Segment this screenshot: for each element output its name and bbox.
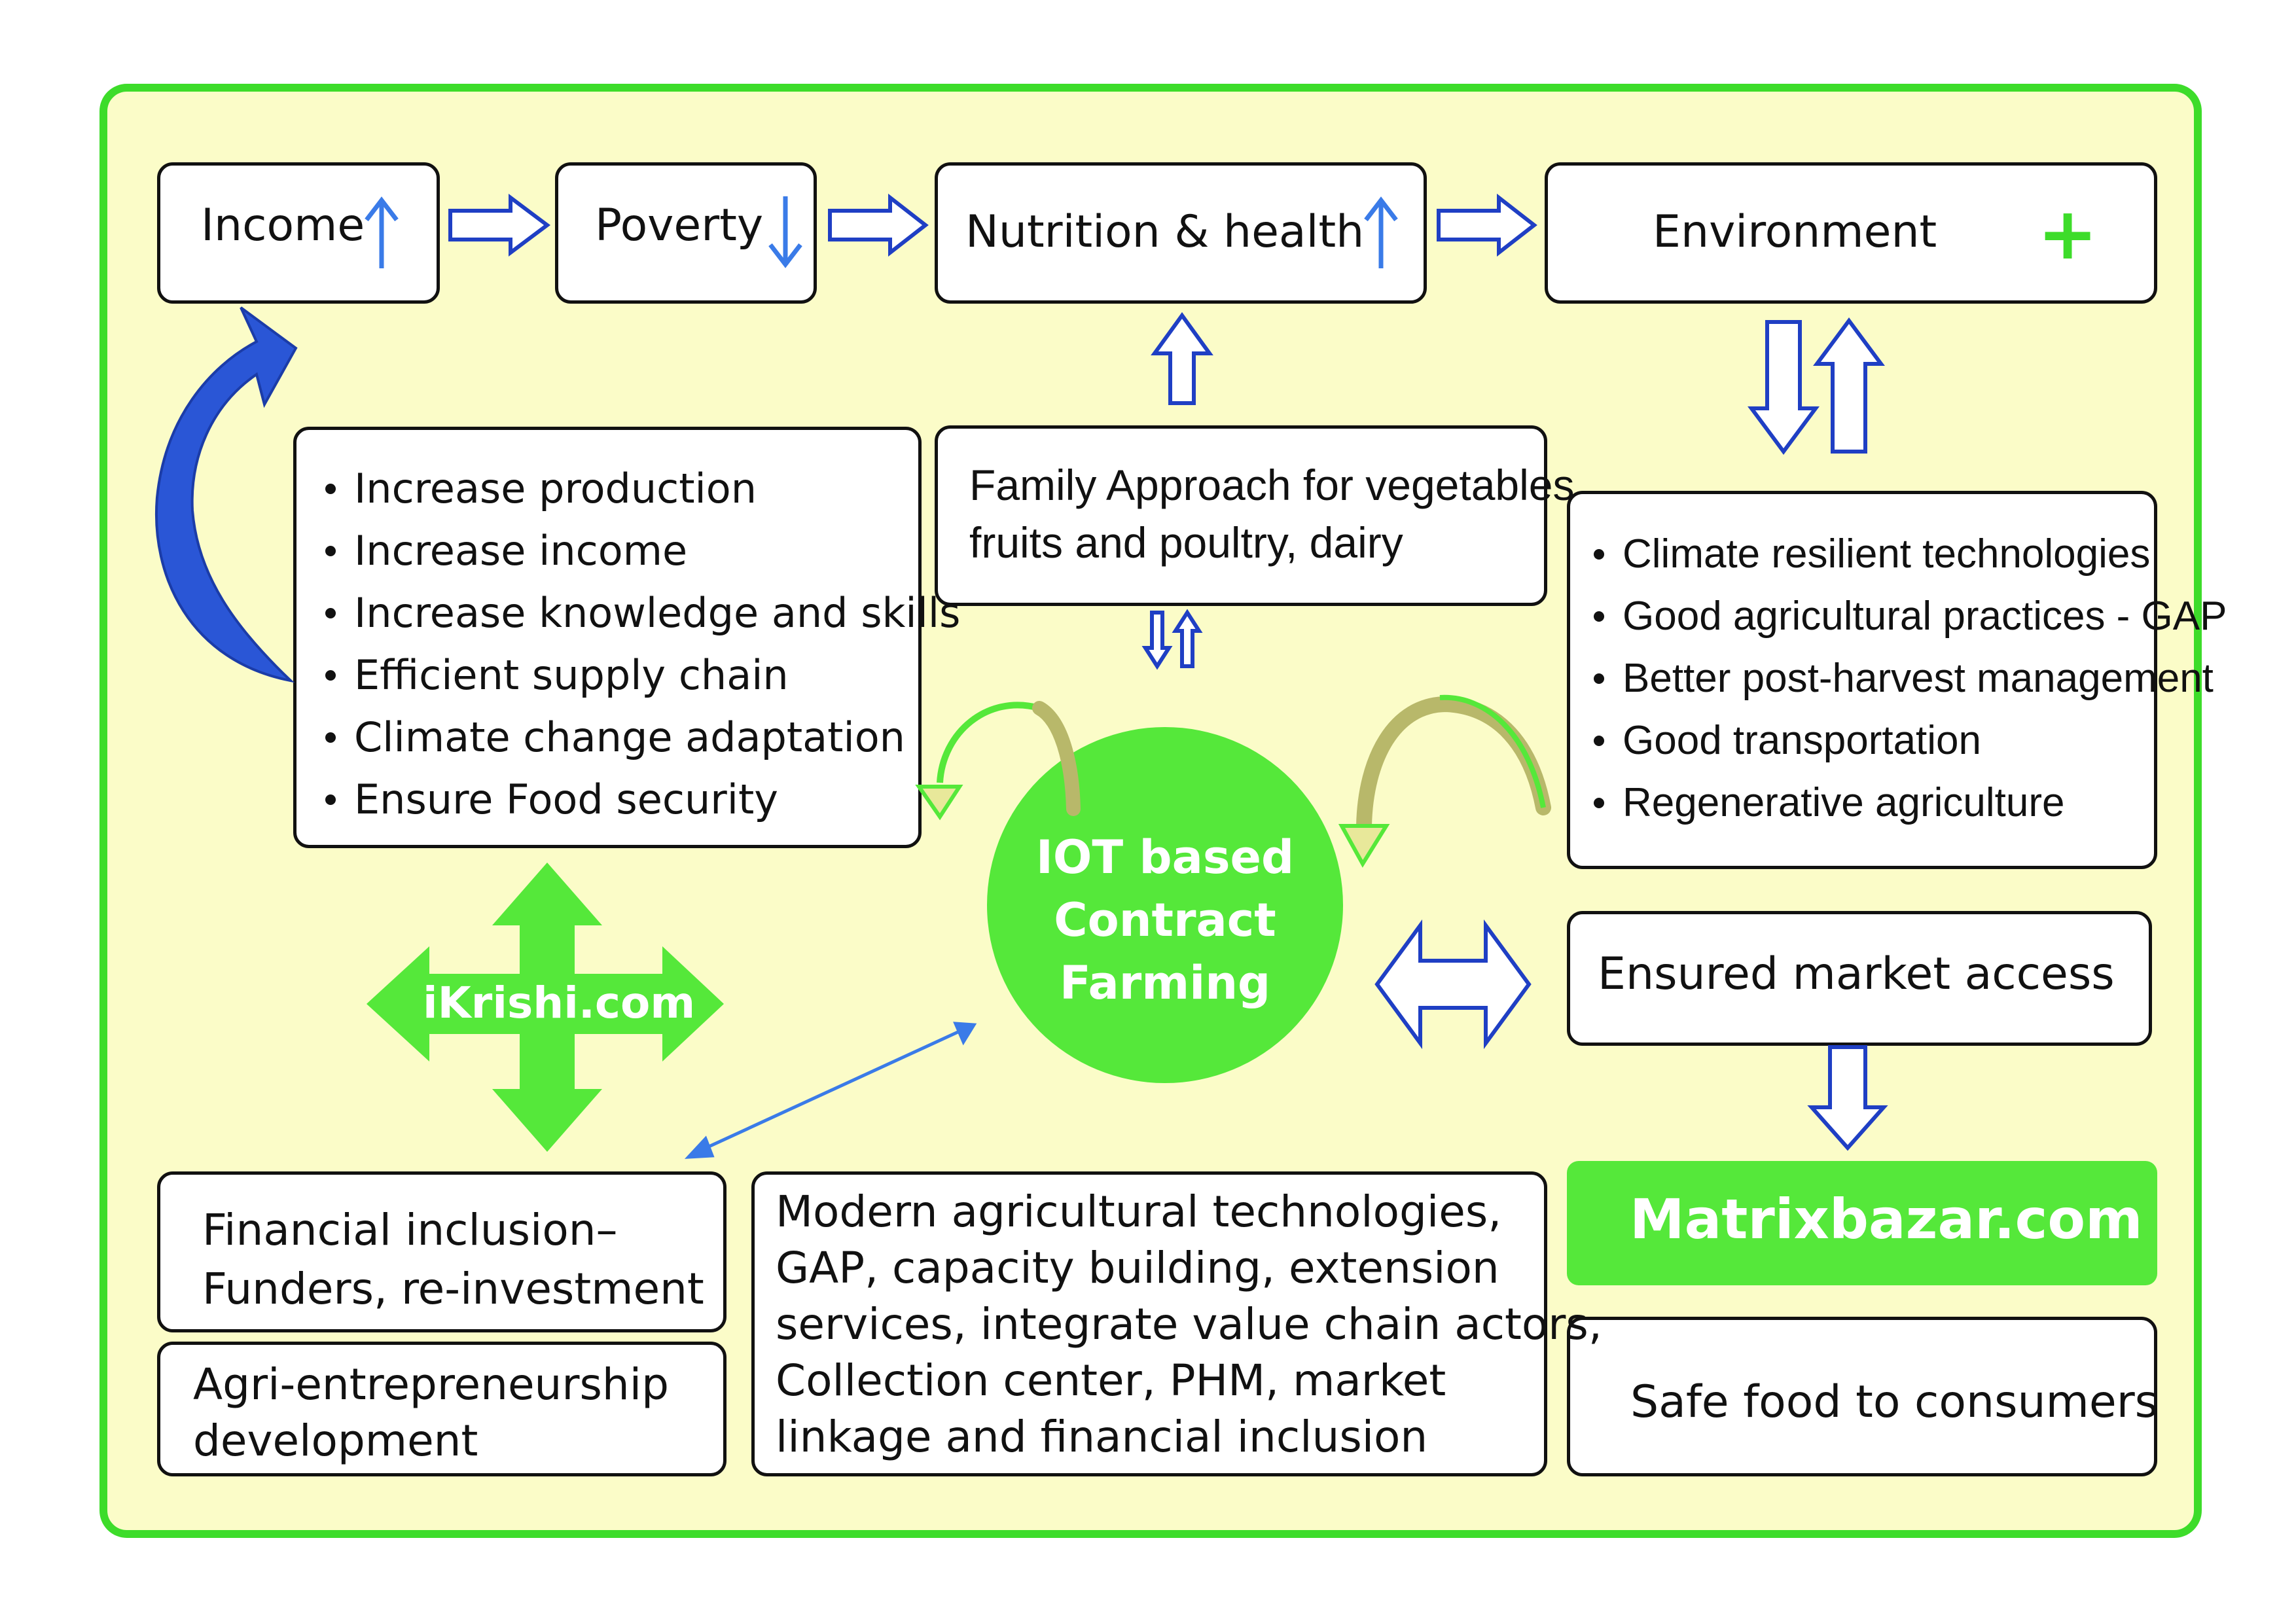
matrixbazar-label: Matrixbazar.com	[1630, 1187, 2143, 1251]
market-access-label: Ensured market access	[1598, 948, 2115, 1000]
family-approach-line1: Family Approach for vegetables,	[969, 461, 1587, 509]
center-line1: IOT based	[1035, 830, 1295, 884]
climate-item: Climate resilient technologies	[1588, 523, 2227, 585]
income-box: Income	[157, 162, 440, 304]
up-arrow-icon	[1151, 312, 1213, 405]
double-arrow-icon	[1374, 919, 1532, 1050]
curved-arrow-icon	[915, 701, 1081, 821]
down-arrow-icon	[1748, 320, 1820, 455]
modern-line3: services, integrate value chain actors,	[776, 1299, 1602, 1349]
curved-arrow-icon	[155, 306, 298, 683]
environment-label: Environment	[1653, 206, 1937, 258]
connector-line	[684, 1022, 977, 1159]
income-label: Income	[201, 200, 365, 251]
curved-arrow-icon	[1338, 694, 1551, 868]
outcome-item: Increase knowledge and skills	[320, 582, 960, 644]
up-arrow-icon	[1813, 317, 1885, 454]
outcome-item: Climate change adaptation	[320, 706, 960, 768]
agri-entrepreneurship-box: Agri-entrepreneurship development	[157, 1342, 726, 1476]
climate-item: Good transportation	[1588, 709, 2227, 772]
modern-line1: Modern agricultural technologies,	[776, 1186, 1502, 1237]
nutrition-box: Nutrition & health	[935, 162, 1427, 304]
environment-plus-indicator: +	[2037, 192, 2098, 276]
agri-line2: development	[193, 1416, 478, 1466]
down-arrow-icon	[1807, 1045, 1888, 1151]
modern-line4: Collection center, PHM, market	[776, 1355, 1446, 1406]
right-arrow-icon	[448, 194, 550, 257]
outcome-item: Increase production	[320, 457, 960, 520]
safe-food-label: Safe food to consumers	[1630, 1376, 2159, 1428]
up-arrow-icon	[1364, 196, 1398, 268]
climate-item: Regenerative agriculture	[1588, 772, 2227, 834]
down-arrow-icon	[1141, 611, 1173, 670]
financial-line2: Funders, re-investment	[202, 1264, 704, 1314]
agri-line1: Agri-entrepreneurship	[193, 1359, 669, 1410]
climate-practices-box: Climate resilient technologies Good agri…	[1567, 491, 2227, 869]
down-arrow-icon	[768, 196, 802, 268]
poverty-box: Poverty	[555, 162, 817, 304]
up-arrow-icon	[365, 196, 399, 268]
financial-line1: Financial inclusion–	[202, 1205, 618, 1255]
outcome-item: Increase income	[320, 520, 960, 582]
market-access-box: Ensured market access	[1567, 911, 2152, 1046]
modern-technologies-box: Modern agricultural technologies, GAP, c…	[751, 1171, 1602, 1476]
iot-contract-farming-label: IOT based Contract Farming	[987, 826, 1343, 1014]
outcome-item: Ensure Food security	[320, 768, 960, 830]
four-way-arrow-icon	[367, 863, 724, 1152]
climate-item: Good agricultural practices - GAP	[1588, 585, 2227, 647]
family-approach-box: Family Approach for vegetables, fruits a…	[935, 425, 1587, 606]
poverty-label: Poverty	[595, 200, 764, 251]
center-line3: Farming	[1059, 956, 1271, 1010]
modern-line5: linkage and financial inclusion	[776, 1412, 1428, 1462]
up-arrow-icon	[1172, 609, 1203, 668]
environment-box: Environment +	[1545, 162, 2157, 304]
climate-item: Better post-harvest management	[1588, 647, 2227, 709]
matrixbazar-banner: Matrixbazar.com	[1567, 1161, 2157, 1285]
outcomes-box: Increase production Increase income Incr…	[293, 427, 960, 848]
center-line2: Contract	[1054, 893, 1276, 947]
nutrition-label: Nutrition & health	[965, 206, 1365, 258]
ikrishi-label: iKrishi.com	[423, 978, 696, 1028]
iot-contract-farming-circle	[987, 727, 1343, 1083]
modern-line2: GAP, capacity building, extension	[776, 1243, 1499, 1293]
family-approach-line2: fruits and poultry, dairy	[969, 518, 1403, 567]
outcome-item: Efficient supply chain	[320, 644, 960, 706]
right-arrow-icon	[1437, 193, 1537, 257]
safe-food-box: Safe food to consumers	[1567, 1317, 2159, 1476]
right-arrow-icon	[828, 193, 929, 257]
financial-inclusion-box: Financial inclusion– Funders, re-investm…	[157, 1171, 726, 1332]
